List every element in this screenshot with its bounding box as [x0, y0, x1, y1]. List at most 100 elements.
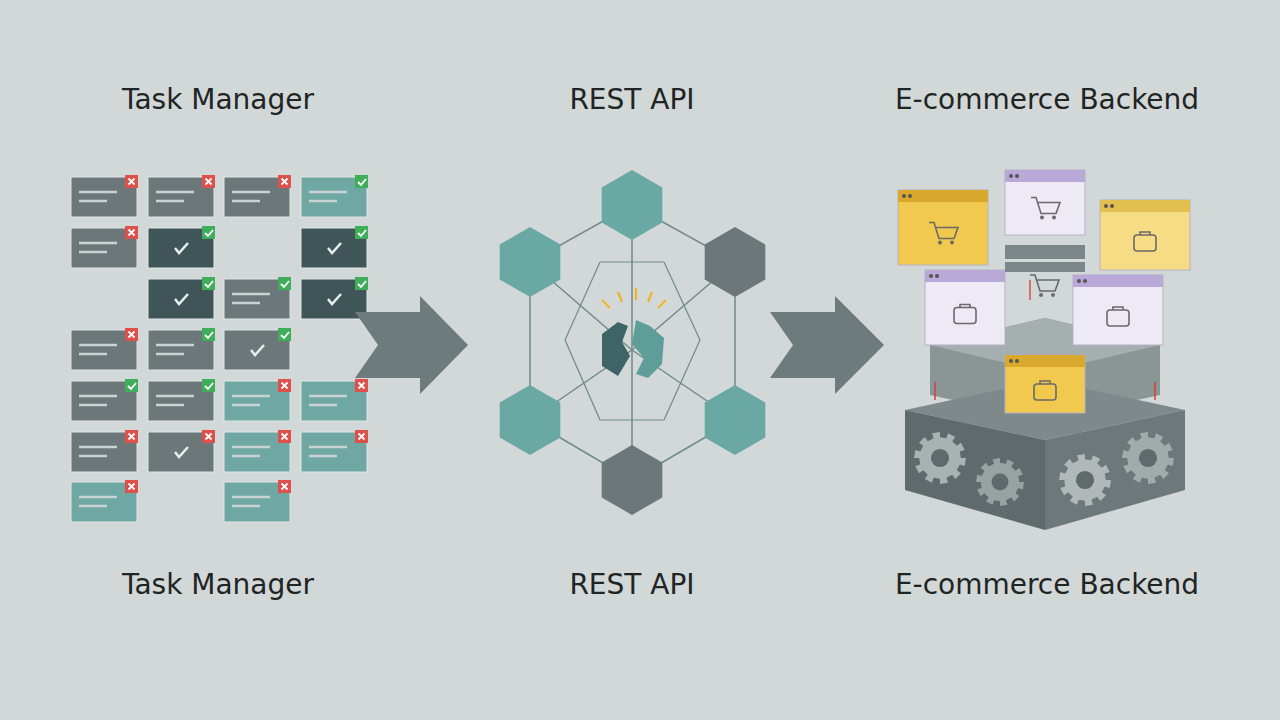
- shape: [156, 395, 194, 398]
- flow-arrow: [770, 296, 884, 394]
- done-badge: [278, 277, 291, 290]
- shape: [205, 230, 213, 236]
- fail-badge: [355, 430, 368, 443]
- shape: [1073, 275, 1163, 287]
- shape: [282, 383, 288, 389]
- shape: [309, 191, 347, 194]
- api-node: [602, 170, 663, 240]
- shape: [960, 305, 970, 308]
- shape: [1009, 174, 1013, 178]
- api-node: [500, 227, 561, 297]
- shape: [1052, 216, 1056, 220]
- shape: [175, 447, 188, 457]
- shape: [129, 179, 135, 185]
- api-node: [602, 445, 663, 515]
- done-badge: [202, 226, 215, 239]
- shape: [128, 383, 136, 389]
- spark: [648, 292, 652, 302]
- spark: [635, 288, 637, 300]
- shape: [129, 434, 135, 440]
- done-badge: [202, 379, 215, 392]
- fail-badge: [125, 430, 138, 443]
- shop-windows: [898, 170, 1190, 413]
- shape: [156, 200, 184, 203]
- shape: [232, 404, 260, 407]
- fail-badge: [355, 379, 368, 392]
- shape: [925, 270, 1005, 282]
- shape: [79, 353, 107, 356]
- cart-icon: [1030, 275, 1059, 291]
- shape: [205, 383, 213, 389]
- fail-badge: [125, 480, 138, 493]
- shape: [129, 484, 135, 490]
- shape: [1040, 381, 1050, 384]
- shape: [1051, 293, 1055, 297]
- bag-icon: [1134, 235, 1156, 251]
- section-title: E-commerce Backend: [895, 568, 1199, 602]
- shape: [358, 230, 366, 236]
- section-title: Task Manager: [122, 568, 314, 602]
- bag-icon: [1107, 310, 1129, 326]
- shape: [1009, 359, 1013, 363]
- shape: [79, 446, 117, 449]
- shape: [79, 200, 107, 203]
- shape: [79, 344, 117, 347]
- shape: [205, 281, 213, 287]
- shape: [281, 332, 289, 338]
- shape: [1005, 170, 1085, 182]
- shape: [79, 242, 117, 245]
- shape: [232, 455, 260, 458]
- shape: [156, 191, 194, 194]
- shape: [992, 474, 1009, 491]
- spark: [658, 300, 666, 308]
- broken-node: [602, 322, 630, 376]
- fail-badge: [125, 328, 138, 341]
- link-line: [1029, 280, 1030, 300]
- task-cards: [71, 175, 368, 522]
- shape: [1040, 216, 1044, 220]
- shape: [664, 340, 700, 420]
- shape: [156, 353, 184, 356]
- done-badge: [355, 277, 368, 290]
- spark: [602, 300, 610, 308]
- shape: [232, 496, 270, 499]
- shape: [328, 294, 341, 304]
- shape: [902, 194, 906, 198]
- gear: [976, 458, 1024, 506]
- shape: [565, 340, 600, 420]
- shape: [1039, 293, 1043, 297]
- section-title: REST API: [569, 568, 694, 602]
- shape: [206, 179, 212, 185]
- shape: [206, 434, 212, 440]
- section-title: E-commerce Backend: [895, 83, 1199, 117]
- shape: [931, 449, 949, 467]
- shape: [898, 190, 988, 202]
- shape: [129, 332, 135, 338]
- shape: [1140, 232, 1150, 235]
- shape: [1100, 200, 1190, 212]
- shape: [175, 294, 188, 304]
- api-node: [500, 385, 561, 455]
- done-badge: [278, 328, 291, 341]
- section-title: Task Manager: [122, 83, 314, 117]
- fail-badge: [278, 175, 291, 188]
- shape: [328, 243, 341, 253]
- shape: [1015, 174, 1019, 178]
- shape: [232, 505, 260, 508]
- fail-badge: [278, 480, 291, 493]
- shape: [251, 345, 264, 355]
- shape: [281, 281, 289, 287]
- shape: [79, 251, 107, 254]
- shape: [232, 293, 270, 296]
- broken-node: [632, 320, 664, 378]
- shape: [309, 395, 347, 398]
- bag-icon: [954, 308, 976, 324]
- spark: [618, 292, 622, 302]
- shape: [282, 179, 288, 185]
- shape: [600, 261, 664, 262]
- shape: [309, 200, 337, 203]
- section-title: REST API: [569, 83, 694, 117]
- shape: [1113, 307, 1123, 310]
- shape: [232, 200, 260, 203]
- shape: [1083, 279, 1087, 283]
